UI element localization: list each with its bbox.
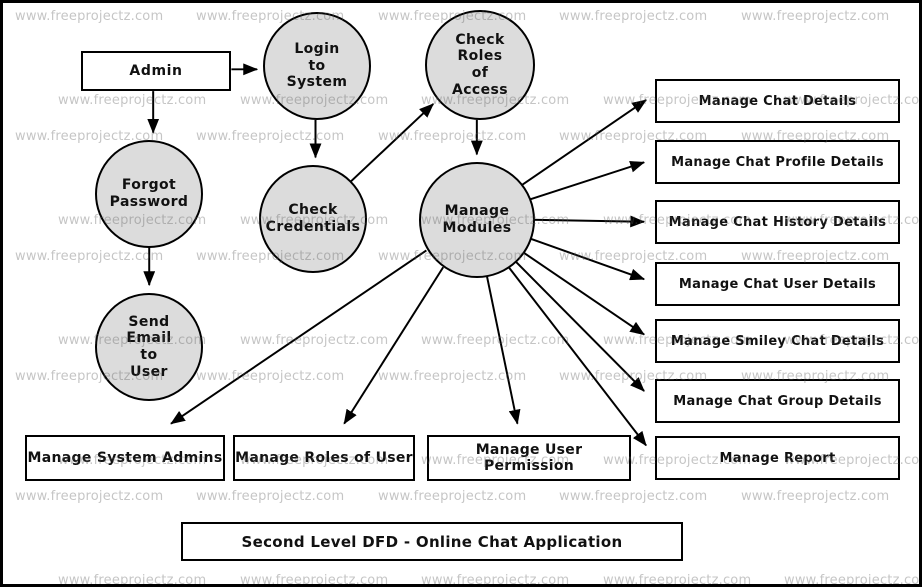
arrow-modules-to-chat-details — [519, 99, 647, 187]
arrow-modules-to-system-admins — [170, 249, 427, 425]
arrow-modules-to-user-permission — [485, 274, 521, 425]
arrow-modules-to-chat-user-details — [526, 236, 646, 281]
arrow-layer — [143, 63, 647, 447]
arrow-check-credentials-to-check-roles — [350, 103, 435, 182]
arrow-modules-to-roles-of-user — [343, 266, 445, 425]
arrow-modules-to-chat-group-details — [512, 258, 645, 392]
arrow-modules-to-chat-history-details — [531, 215, 646, 228]
arrow-modules-to-smiley-chat-details — [519, 249, 645, 336]
arrow-modules-to-report — [505, 263, 647, 447]
arrow-modules-to-chat-profile-details — [527, 160, 646, 201]
